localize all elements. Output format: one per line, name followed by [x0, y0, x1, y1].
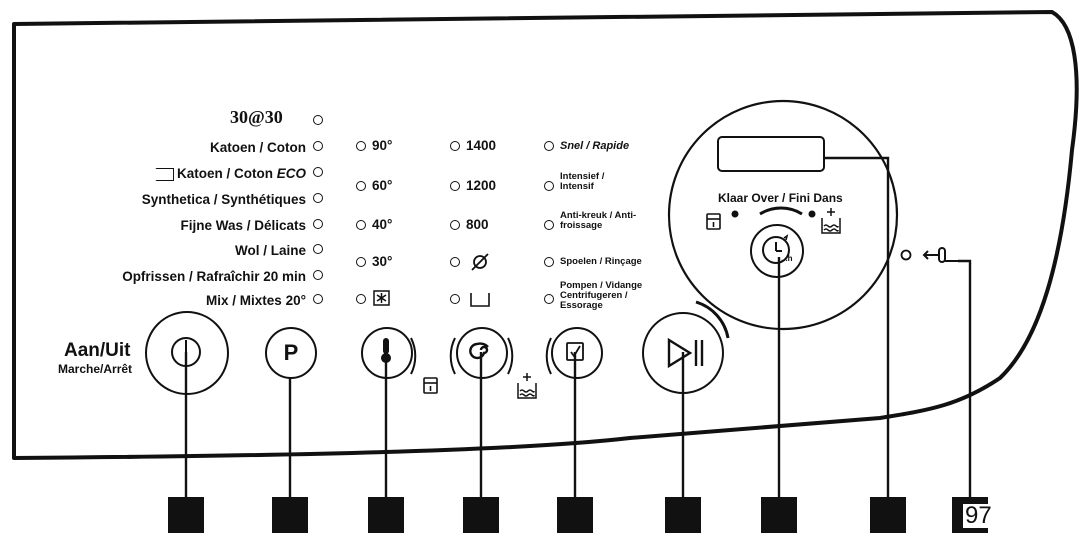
extra-rinse-icon	[517, 373, 537, 399]
snowflake-icon	[373, 290, 390, 306]
option-label-2: Intensief / Intensif	[560, 171, 605, 192]
spin-label-3: 800	[466, 217, 489, 232]
option-arc	[545, 337, 552, 375]
temp-label-3: 40°	[372, 217, 393, 232]
spin-button[interactable]	[456, 327, 508, 379]
led-option-3	[544, 220, 554, 230]
spin-label-1: 1400	[466, 138, 497, 153]
callout-marker-7	[761, 497, 797, 533]
led-temp-2	[356, 181, 366, 191]
led-program-4	[313, 193, 323, 203]
display-label: Klaar Over / Fini Dans	[718, 191, 843, 205]
led-option-5	[544, 294, 554, 304]
temp-label-4: 30°	[372, 254, 393, 269]
led-option-4	[544, 257, 554, 267]
callout-marker-2	[272, 497, 308, 533]
led-temp-5	[356, 294, 366, 304]
power-button[interactable]	[145, 311, 229, 395]
child-lock-led	[900, 249, 912, 261]
program-label-8: Mix / Mixtes 20°	[206, 293, 306, 308]
callout-line-9	[958, 259, 972, 500]
led-spin-3	[450, 220, 460, 230]
led-temp-1	[356, 141, 366, 151]
empty-tub-icon	[470, 293, 490, 307]
led-temp-3	[356, 220, 366, 230]
program-button-label: P	[283, 340, 299, 365]
display-led-left	[731, 210, 739, 218]
option-label-4: Spoelen / Rinçage	[560, 256, 642, 267]
program-label-5: Fijne Was / Délicats	[180, 218, 306, 233]
led-spin-2	[450, 181, 460, 191]
child-lock-key-icon	[922, 247, 958, 263]
callout-marker-4	[463, 497, 499, 533]
temperature-button[interactable]	[361, 327, 413, 379]
program-button[interactable]: P	[265, 327, 317, 379]
led-option-1	[544, 141, 554, 151]
option-button[interactable]	[551, 327, 603, 379]
program-label-6: Wol / Laine	[234, 243, 306, 258]
led-temp-4	[356, 257, 366, 267]
callout-line-8	[824, 156, 890, 500]
led-program-1	[313, 115, 323, 125]
temp-arc	[410, 337, 417, 375]
led-spin-5	[450, 294, 460, 304]
spin-arc-left	[449, 337, 456, 375]
no-spin-icon	[471, 253, 489, 271]
start-pause-button[interactable]	[642, 312, 724, 394]
display-time-saver-icon	[706, 213, 721, 230]
program-label-7: Opfrissen / Rafraîchir 20 min	[122, 269, 306, 284]
option-label-1: Snel / Rapide	[560, 140, 630, 152]
time-saver-icon	[423, 377, 438, 394]
program-label-1: 30@30	[230, 107, 283, 127]
led-spin-4	[450, 257, 460, 267]
program-label-4: Synthetica / Synthétiques	[141, 192, 306, 207]
display-led-right	[808, 210, 816, 218]
callout-marker-3	[368, 497, 404, 533]
callout-marker-8	[870, 497, 906, 533]
led-program-3	[313, 167, 323, 177]
start-arc	[695, 300, 730, 339]
program-label-2: Katoen / Coton	[210, 140, 306, 155]
temp-label-1: 90°	[372, 138, 393, 153]
display-extra-rinse-icon	[821, 208, 841, 234]
led-program-2	[313, 141, 323, 151]
display-arc	[759, 206, 803, 216]
panel-outline	[12, 10, 1079, 460]
led-program-7	[313, 270, 323, 280]
led-program-8	[313, 294, 323, 304]
led-program-6	[313, 244, 323, 254]
temp-label-2: 60°	[372, 178, 393, 193]
spin-label-2: 1200	[466, 178, 497, 193]
program-label-3: Katoen / Coton ECO	[46, 167, 306, 181]
led-program-5	[313, 219, 323, 229]
option-label-5: Pompen / Vidange Centrifugeren / Essorag…	[560, 280, 643, 311]
display-ring	[667, 99, 899, 331]
led-spin-1	[450, 141, 460, 151]
callout-marker-6	[665, 497, 701, 533]
display-window	[717, 136, 825, 172]
delay-button[interactable]	[750, 224, 804, 278]
led-option-2	[544, 181, 554, 191]
power-label-sub: Marche/Arrêt	[58, 362, 133, 376]
callout-marker-1	[168, 497, 204, 533]
page-number: 97	[963, 502, 994, 529]
option-label-3: Anti-kreuk / Anti-froissage	[560, 210, 637, 231]
power-label-main: Aan/Uit	[64, 340, 131, 361]
callout-marker-5	[557, 497, 593, 533]
spin-arc-right	[507, 337, 514, 375]
eco-tag-icon	[148, 167, 174, 181]
